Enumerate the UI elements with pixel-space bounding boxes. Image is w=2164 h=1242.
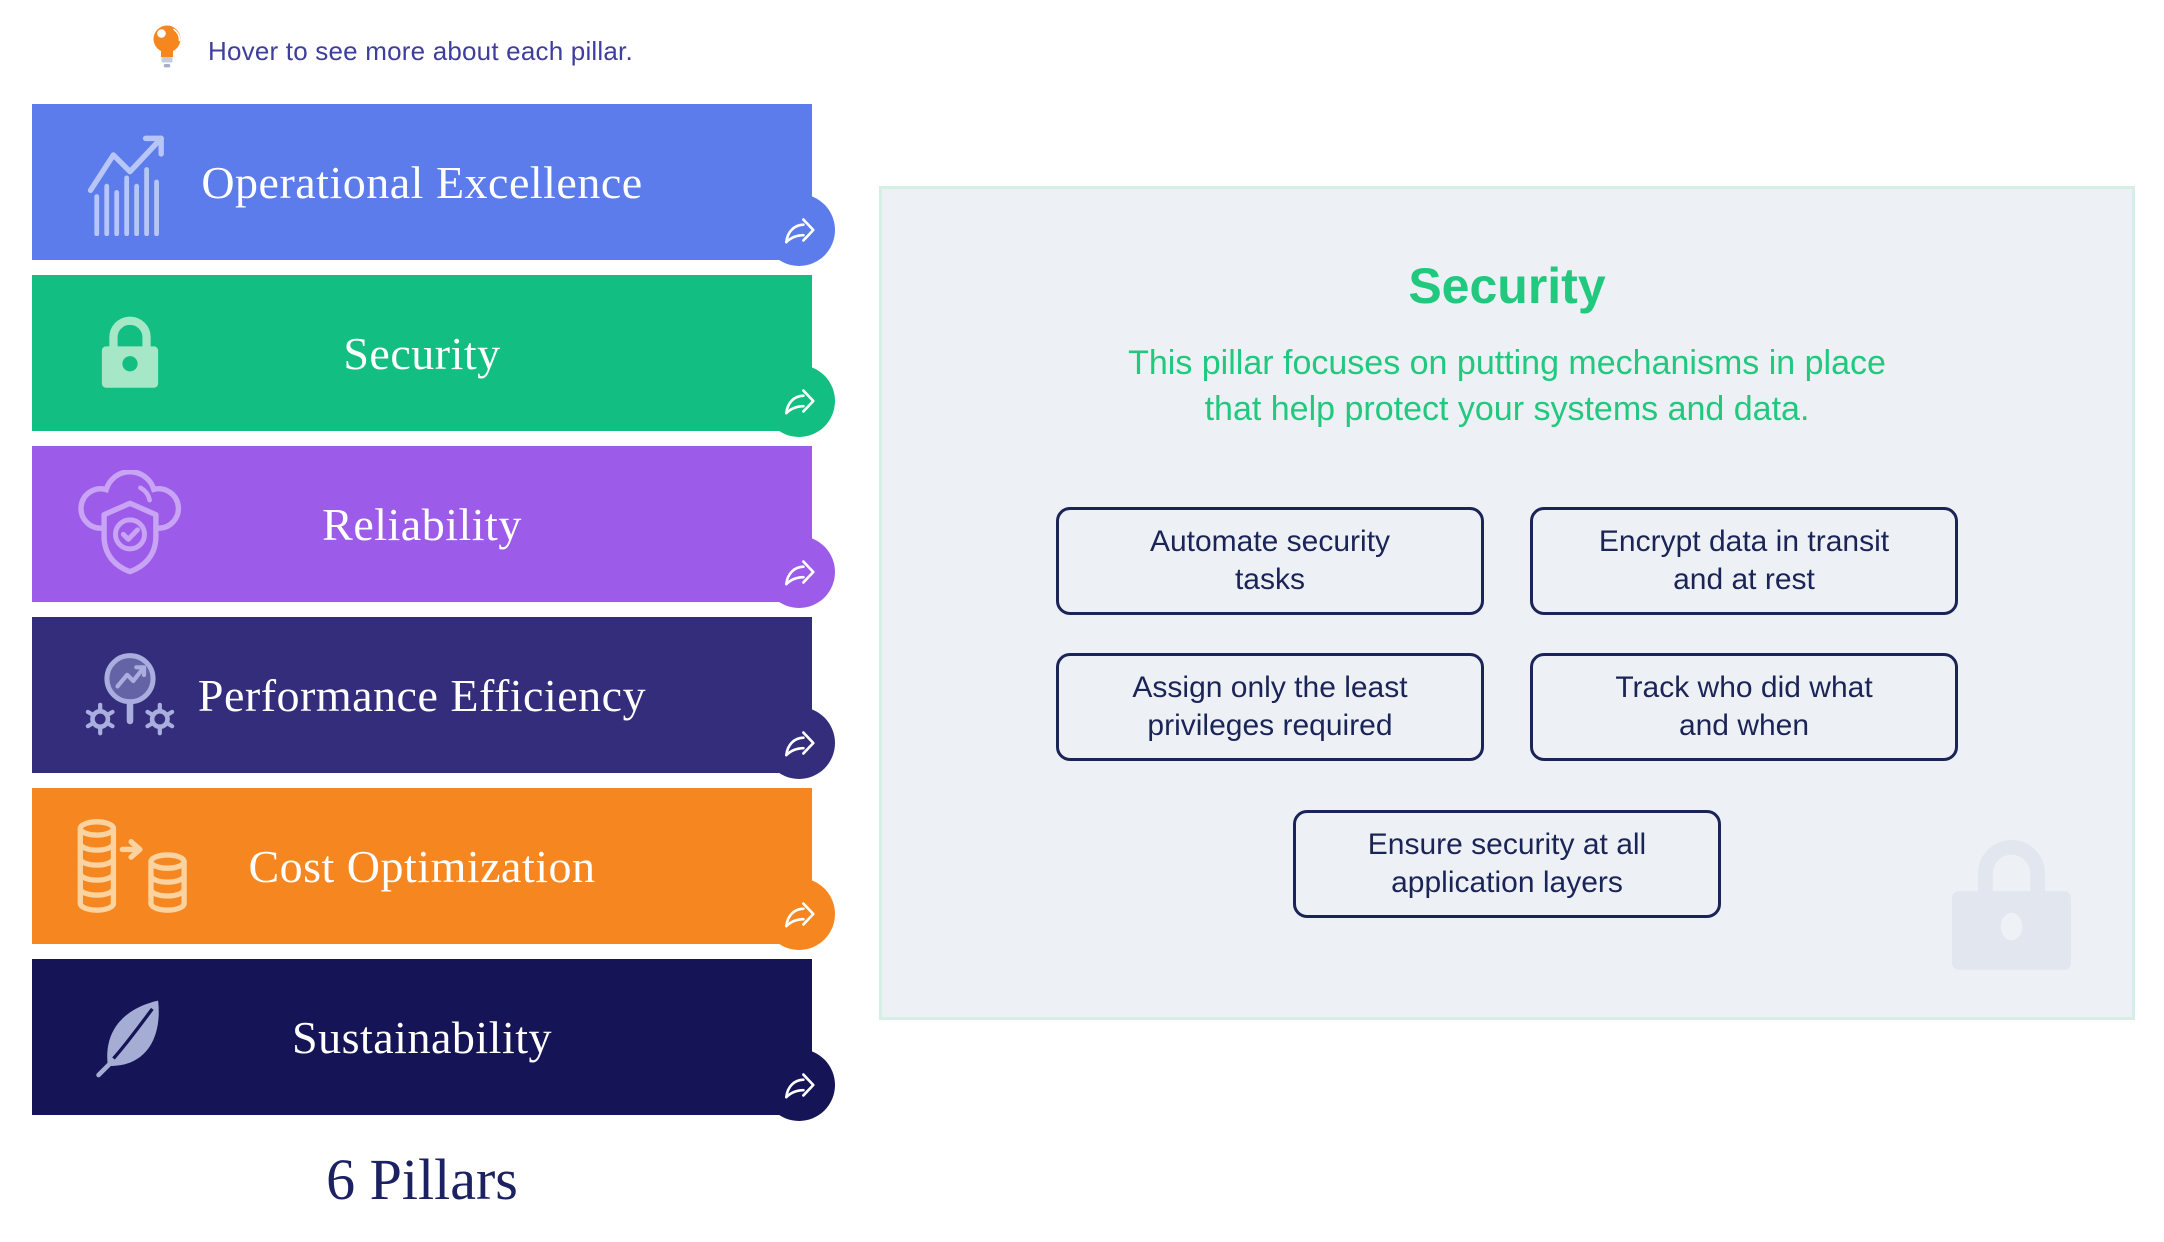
lock-watermark-icon xyxy=(1950,827,2073,978)
practice-row: Automate security tasks Encrypt data in … xyxy=(882,507,2132,615)
pillar-list: Operational Excellence Security xyxy=(32,104,835,1130)
forward-arrow-icon[interactable] xyxy=(763,365,835,437)
pillar-security[interactable]: Security xyxy=(32,275,835,437)
forward-arrow-icon[interactable] xyxy=(763,536,835,608)
trend-chart-icon xyxy=(60,128,200,236)
panel-description: This pillar focuses on putting mechanism… xyxy=(1128,344,1886,428)
forward-arrow-icon[interactable] xyxy=(763,1049,835,1121)
cloud-shield-check-icon xyxy=(60,470,200,578)
pillar-performance-efficiency[interactable]: Performance Efficiency xyxy=(32,617,835,779)
practice-box: Automate security tasks xyxy=(1056,507,1484,615)
pillar-reliability[interactable]: Reliability xyxy=(32,446,835,608)
tip-banner: Hover to see more about each pillar. xyxy=(150,24,633,79)
forward-arrow-icon[interactable] xyxy=(763,194,835,266)
forward-arrow-icon[interactable] xyxy=(763,707,835,779)
practice-box: Assign only the least privileges require… xyxy=(1056,653,1484,761)
pillar-label: Cost Optimization xyxy=(248,840,596,892)
pillar-detail-panel: Security This pillar focuses on putting … xyxy=(879,186,2135,1020)
pillar-operational-excellence[interactable]: Operational Excellence xyxy=(32,104,835,266)
coin-stacks-arrow-icon xyxy=(60,813,200,919)
practice-box: Ensure security at all application layer… xyxy=(1293,810,1721,918)
leaf-icon xyxy=(60,994,200,1080)
practice-box: Track who did what and when xyxy=(1530,653,1958,761)
pillar-label: Sustainability xyxy=(292,1011,552,1063)
pillar-label: Operational Excellence xyxy=(201,156,643,208)
pillar-label: Security xyxy=(343,327,501,379)
magnifier-gears-icon xyxy=(60,645,200,745)
lightbulb-icon xyxy=(150,24,184,79)
pillar-label: Performance Efficiency xyxy=(197,669,647,721)
pillar-label: Reliability xyxy=(322,498,522,550)
tip-text: Hover to see more about each pillar. xyxy=(208,36,633,66)
forward-arrow-icon[interactable] xyxy=(763,878,835,950)
pillar-count-caption: 6 Pillars xyxy=(326,1147,518,1212)
pillar-sustainability[interactable]: Sustainability xyxy=(32,959,835,1121)
pillar-cost-optimization[interactable]: Cost Optimization xyxy=(32,788,835,950)
practice-row: Ensure security at all application layer… xyxy=(882,810,2132,918)
practice-row: Assign only the least privileges require… xyxy=(882,653,2132,761)
practice-box: Encrypt data in transit and at rest xyxy=(1530,507,1958,615)
panel-title: Security xyxy=(1408,258,1606,314)
padlock-icon xyxy=(60,310,200,396)
